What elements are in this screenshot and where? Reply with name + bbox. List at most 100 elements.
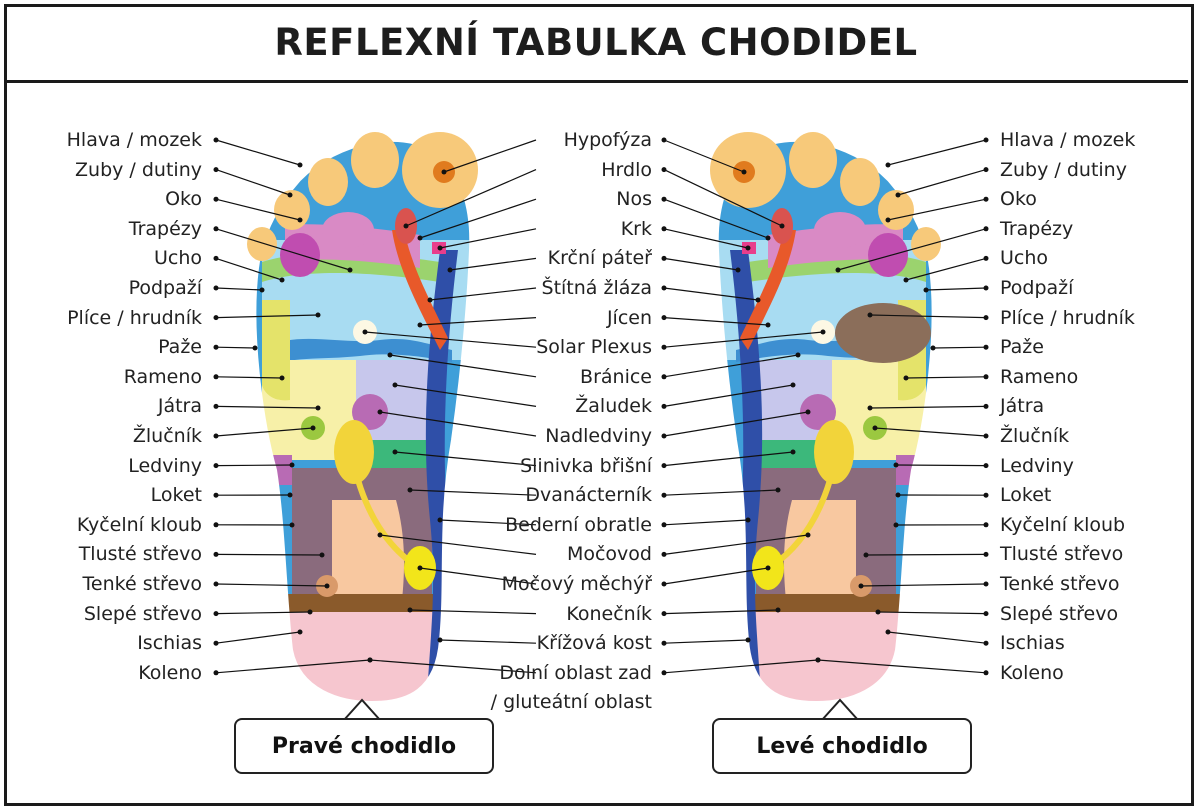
leader-end-center-b-8 bbox=[820, 329, 826, 335]
leader-end-center-b-2 bbox=[779, 223, 785, 229]
leader-end-left-15 bbox=[319, 552, 325, 558]
left-column-label-5: Ucho bbox=[153, 247, 202, 270]
leader-right-19 bbox=[817, 659, 987, 674]
leader-dot-center-b-11 bbox=[661, 433, 667, 439]
left-column-label-18: Ischias bbox=[137, 632, 202, 655]
leader-center-a-9 bbox=[389, 354, 537, 378]
heart-zone bbox=[835, 303, 931, 363]
leader-center-a-16 bbox=[419, 567, 537, 585]
left-column-label-11: Žlučník bbox=[132, 425, 202, 447]
leader-end-center-b-14 bbox=[745, 517, 751, 523]
leader-dot-left-5 bbox=[213, 255, 219, 261]
leader-end-right-13 bbox=[895, 492, 901, 498]
leader-dot-left-2 bbox=[213, 167, 219, 173]
leader-center-a-3 bbox=[419, 198, 537, 239]
leader-end-center-a-16 bbox=[417, 565, 423, 571]
center-label-19: Dolní oblast zad bbox=[499, 661, 652, 684]
leader-end-left-10 bbox=[315, 405, 321, 411]
left-column-label-14: Kyčelní kloub bbox=[76, 513, 202, 536]
leader-right-10 bbox=[869, 405, 987, 409]
leader-end-center-b-3 bbox=[765, 235, 771, 241]
leader-dot-right-16 bbox=[983, 581, 989, 587]
leader-dot-right-1 bbox=[983, 137, 989, 143]
center-label-16: Močový měchýř bbox=[501, 573, 652, 595]
left-foot-caption-text: Levé chodidlo bbox=[756, 733, 928, 759]
leader-dot-right-7 bbox=[983, 315, 989, 321]
leader-end-center-a-3 bbox=[417, 235, 423, 241]
leader-end-center-a-19 bbox=[367, 657, 373, 663]
right-column-label-6: Podpaží bbox=[1000, 277, 1074, 299]
leader-dot-center-b-1 bbox=[661, 137, 667, 143]
diaphragm-line bbox=[262, 338, 452, 368]
leader-end-left-4 bbox=[347, 267, 353, 273]
leader-end-left-9 bbox=[279, 375, 285, 381]
leader-left-19 bbox=[215, 659, 371, 674]
leader-dot-left-16 bbox=[213, 581, 219, 587]
leader-center-a-18 bbox=[439, 639, 537, 644]
leader-end-left-18 bbox=[297, 629, 303, 635]
leader-dot-right-5 bbox=[983, 255, 989, 261]
leader-dot-left-1 bbox=[213, 137, 219, 143]
left-column-label-4: Trapézy bbox=[128, 217, 202, 240]
leader-end-right-5 bbox=[903, 277, 909, 283]
center-label-18: Křížová kost bbox=[536, 632, 652, 655]
leader-end-center-a-13 bbox=[407, 487, 413, 493]
leader-center-b-1 bbox=[663, 139, 745, 173]
leader-end-center-b-10 bbox=[790, 382, 796, 388]
leader-center-a-12 bbox=[394, 451, 537, 467]
leader-center-b-13 bbox=[663, 489, 779, 496]
small-intestine-zone bbox=[332, 500, 404, 608]
leader-end-center-b-12 bbox=[790, 449, 796, 455]
leader-end-left-12 bbox=[289, 462, 295, 468]
right-column-label-10: Játra bbox=[1000, 395, 1045, 418]
leader-center-b-6 bbox=[663, 287, 759, 301]
leader-dot-left-18 bbox=[213, 640, 219, 646]
left-column-label-12: Ledviny bbox=[128, 454, 202, 477]
leader-end-right-14 bbox=[893, 522, 899, 528]
leader-end-center-a-14 bbox=[437, 517, 443, 523]
leader-center-b-7 bbox=[663, 317, 769, 326]
leader-dot-right-9 bbox=[983, 374, 989, 380]
left-column-label-2: Zuby / dutiny bbox=[75, 158, 202, 181]
left-foot-illustration bbox=[710, 132, 941, 704]
leader-dot-center-b-6 bbox=[661, 285, 667, 291]
leader-dot-right-19 bbox=[983, 670, 989, 676]
left-column-label-3: Oko bbox=[165, 188, 202, 211]
leader-center-a-13 bbox=[409, 489, 537, 496]
right-column-label-1: Hlava / mozek bbox=[1000, 129, 1136, 151]
leader-dot-right-18 bbox=[983, 640, 989, 646]
leader-end-right-11 bbox=[872, 425, 878, 431]
center-label-15: Močovod bbox=[566, 543, 652, 566]
leader-end-left-3 bbox=[297, 217, 303, 223]
right-column-label-7: Plíce / hrudník bbox=[1000, 306, 1135, 329]
center-label-2: Hrdlo bbox=[601, 158, 652, 181]
leader-dot-right-17 bbox=[983, 611, 989, 617]
leader-left-1 bbox=[215, 139, 301, 166]
leader-end-center-b-15 bbox=[805, 532, 811, 538]
center-label-7: Jícen bbox=[606, 306, 652, 329]
leader-center-a-17 bbox=[409, 609, 537, 615]
leader-end-center-b-4 bbox=[745, 245, 751, 251]
right-column-label-9: Rameno bbox=[1000, 365, 1079, 388]
leader-dot-left-11 bbox=[213, 433, 219, 439]
leader-end-left-13 bbox=[287, 492, 293, 498]
leader-end-center-b-16 bbox=[765, 565, 771, 571]
leader-center-a-2 bbox=[405, 169, 537, 227]
leader-left-2 bbox=[215, 169, 291, 196]
leader-center-b-19 bbox=[663, 659, 819, 674]
third-toe bbox=[308, 158, 348, 206]
leader-dot-center-b-15 bbox=[661, 551, 667, 557]
leader-end-right-17 bbox=[875, 609, 881, 615]
right-column-label-19: Koleno bbox=[1000, 661, 1064, 684]
left-column-label-1: Hlava / mozek bbox=[66, 129, 202, 151]
leader-center-b-17 bbox=[663, 609, 779, 615]
leader-end-center-a-7 bbox=[417, 322, 423, 328]
leader-dot-right-8 bbox=[983, 344, 989, 350]
page-title: REFLEXNÍ TABULKA CHODIDEL bbox=[274, 20, 918, 64]
leader-end-left-17 bbox=[307, 609, 313, 615]
leader-dot-center-b-8 bbox=[661, 344, 667, 350]
leader-center-b-8 bbox=[663, 331, 824, 348]
leader-right-9 bbox=[905, 376, 987, 379]
leader-left-18 bbox=[215, 631, 301, 644]
